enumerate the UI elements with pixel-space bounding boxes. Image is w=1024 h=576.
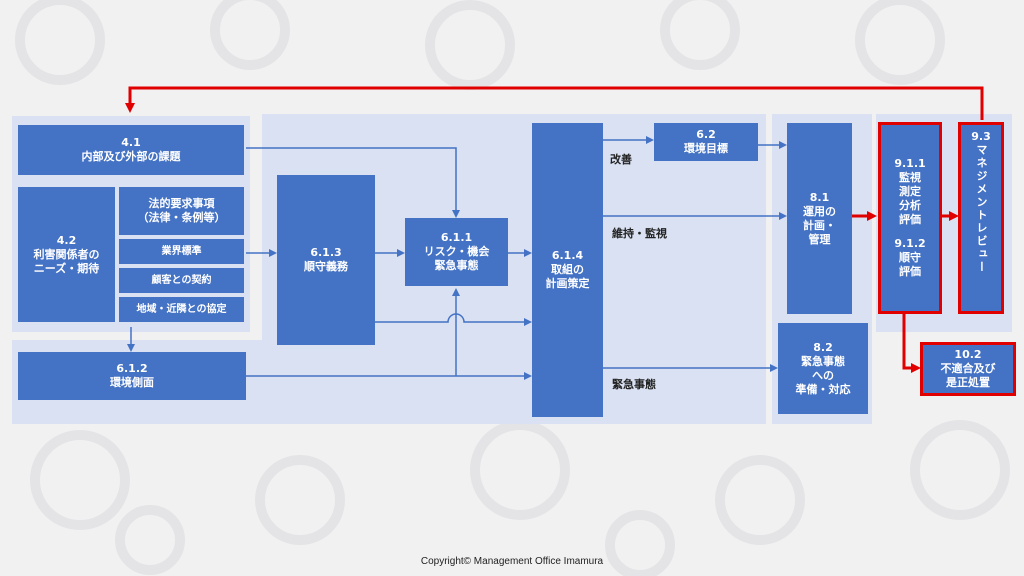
box-6-1-4-number: 6.1.4 [551, 249, 584, 262]
box-8-1-text: 運用の 計画・ 管理 [803, 204, 836, 246]
box-legal-requirements: 法的要求事項 （法律・条例等） [119, 187, 244, 235]
box-local-agreement: 地域・近隣との協定 [119, 297, 244, 322]
box-6-1-1-number: 6.1.1 [440, 231, 473, 244]
box-6-1-3-text: 順守義務 [304, 260, 348, 273]
box-9-1-1-text: 監視 測定 分析 評価 [899, 171, 921, 226]
box-4-1-number: 4.1 [121, 136, 141, 149]
box-9-1-1-number: 9.1.1 [894, 157, 926, 170]
label-improve: 改善 [610, 153, 632, 166]
box-9-1-red-frame [878, 122, 942, 314]
box-industry-standard: 業界標準 [119, 239, 244, 264]
box-8-2-emergency: 8.2 緊急事態 への 準備・対応 [778, 323, 868, 414]
box-8-1-number: 8.1 [809, 190, 830, 204]
box-10-2-corrective-action: 10.2 不適合及び 是正処置 [920, 342, 1016, 396]
box-10-2-number: 10.2 [954, 348, 982, 361]
box-6-1-1-text: リスク・機会 緊急事態 [423, 245, 490, 272]
box-4-2-number: 4.2 [56, 233, 77, 247]
box-6-1-1-risk: 6.1.1 リスク・機会 緊急事態 [405, 218, 508, 286]
box-customer-contract: 顧客との契約 [119, 268, 244, 293]
box-6-2-text: 環境目標 [684, 142, 728, 155]
customer-contract-text: 顧客との契約 [151, 275, 212, 286]
box-6-1-4-text: 取組の 計画策定 [545, 263, 590, 290]
box-8-2-text: 緊急事態 への 準備・対応 [795, 354, 851, 396]
box-9-1-2-text: 順守 評価 [899, 251, 921, 278]
box-6-1-3-number: 6.1.3 [310, 246, 342, 259]
box-4-1-issues: 4.1 内部及び外部の課題 [18, 125, 244, 175]
industry-standard-text: 業界標準 [161, 246, 202, 257]
box-6-2-objectives: 6.2 環境目標 [654, 123, 758, 161]
box-6-1-2-number: 6.1.2 [116, 362, 148, 375]
box-6-1-2-aspects: 6.1.2 環境側面 [18, 352, 246, 400]
box-4-2-stakeholders: 4.2 利害関係者の ニーズ・期待 [18, 187, 115, 322]
box-4-1-text: 内部及び外部の課題 [81, 150, 181, 163]
local-agreement-text: 地域・近隣との協定 [136, 304, 227, 315]
box-9-3-management-review: 9.3 マネジメントレビュー [958, 122, 1004, 314]
box-10-2-text: 不適合及び 是正処置 [940, 362, 996, 389]
legal-requirements-text: 法的要求事項 （法律・条例等） [137, 197, 226, 224]
box-6-2-number: 6.2 [696, 128, 716, 141]
box-10-2-red-frame [920, 342, 1016, 396]
box-4-2-text: 利害関係者の ニーズ・期待 [33, 247, 100, 275]
box-9-3-text: マネジメントレビュー [975, 144, 988, 274]
box-8-1-operation: 8.1 運用の 計画・ 管理 [787, 123, 852, 314]
box-6-1-2-text: 環境側面 [110, 376, 154, 389]
box-9-3-red-frame [958, 122, 1004, 314]
box-6-1-4-planning: 6.1.4 取組の 計画策定 [532, 123, 603, 417]
label-maintain: 維持・監視 [612, 227, 667, 240]
box-9-1-evaluation: 9.1.1 監視 測定 分析 評価 9.1.2 順守 評価 [878, 122, 942, 314]
label-emergency: 緊急事態 [612, 378, 656, 391]
box-6-1-3-compliance: 6.1.3 順守義務 [277, 175, 375, 345]
box-8-2-number: 8.2 [813, 340, 833, 354]
box-9-1-2-number: 9.1.2 [894, 237, 926, 250]
box-9-3-number: 9.3 [971, 130, 991, 143]
copyright-footer: Copyright© Management Office Imamura [420, 556, 604, 567]
